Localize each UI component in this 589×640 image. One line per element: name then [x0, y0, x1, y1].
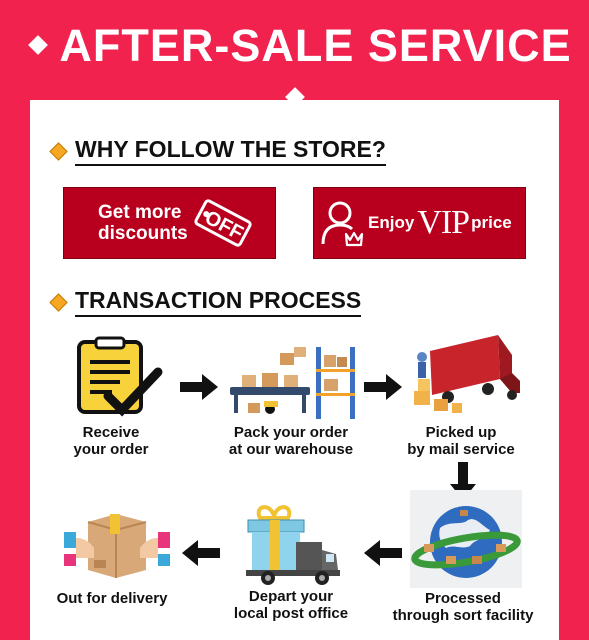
package-handover-icon — [64, 514, 170, 578]
arrow-left-icon — [182, 540, 220, 566]
diamond-bullet-icon — [49, 292, 68, 312]
step-depart-post-office: Depart your local post office — [233, 588, 349, 622]
truck-icon — [414, 335, 520, 413]
arrow-right-icon — [180, 374, 218, 400]
warehouse-icon — [230, 347, 355, 419]
step-receive-order: Receive your order — [73, 424, 149, 458]
transaction-process-heading: TRANSACTION PROCESS — [49, 287, 362, 317]
step-pack-order: Pack your order at our warehouse — [228, 424, 354, 458]
delivery-van-icon — [246, 505, 340, 585]
step-processed: Processed through sort facility — [392, 590, 534, 624]
diamond-left-icon — [28, 35, 49, 56]
discounts-button[interactable]: Get more discounts OFF — [63, 187, 276, 259]
why-follow-heading: WHY FOLLOW THE STORE? — [49, 136, 386, 166]
arrow-right-icon — [364, 374, 402, 400]
discounts-label: Get more discounts — [98, 202, 188, 244]
vip-price-button[interactable]: Enjoy VIP price — [313, 187, 526, 259]
step-out-for-delivery: Out for delivery — [56, 590, 168, 607]
step-picked-up: Picked up by mail service — [407, 424, 515, 458]
off-tag-icon: OFF — [194, 199, 252, 247]
arrow-left-icon — [364, 540, 402, 566]
page-title: AFTER-SALE SERVICE — [0, 20, 589, 124]
user-crown-icon — [321, 201, 364, 247]
checklist-icon — [77, 336, 163, 417]
globe-icon — [410, 490, 522, 588]
diamond-bullet-icon — [49, 141, 68, 161]
